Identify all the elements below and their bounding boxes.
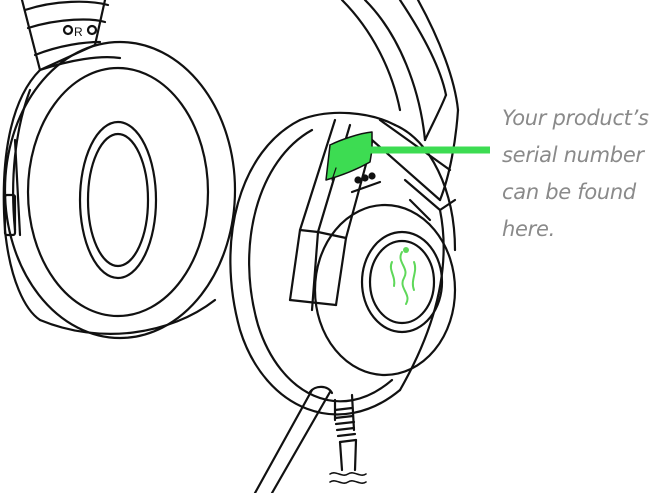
triple-snake-logo-icon [391,247,415,304]
callout-line-4: here. [502,211,647,248]
callout-line-2: serial number [502,137,647,174]
left-bracket: R [22,0,120,70]
callout-line-1: Your product’s [502,100,647,137]
wave-icon [330,473,366,483]
serial-number-highlight [326,132,372,180]
left-ear-cup [4,42,235,338]
callout-line-3: can be found [502,174,647,211]
headset-cable [255,387,356,493]
headband [342,0,458,200]
side-marker-r: R [74,25,83,39]
serial-number-callout: Your product’s serial number can be foun… [502,100,647,248]
